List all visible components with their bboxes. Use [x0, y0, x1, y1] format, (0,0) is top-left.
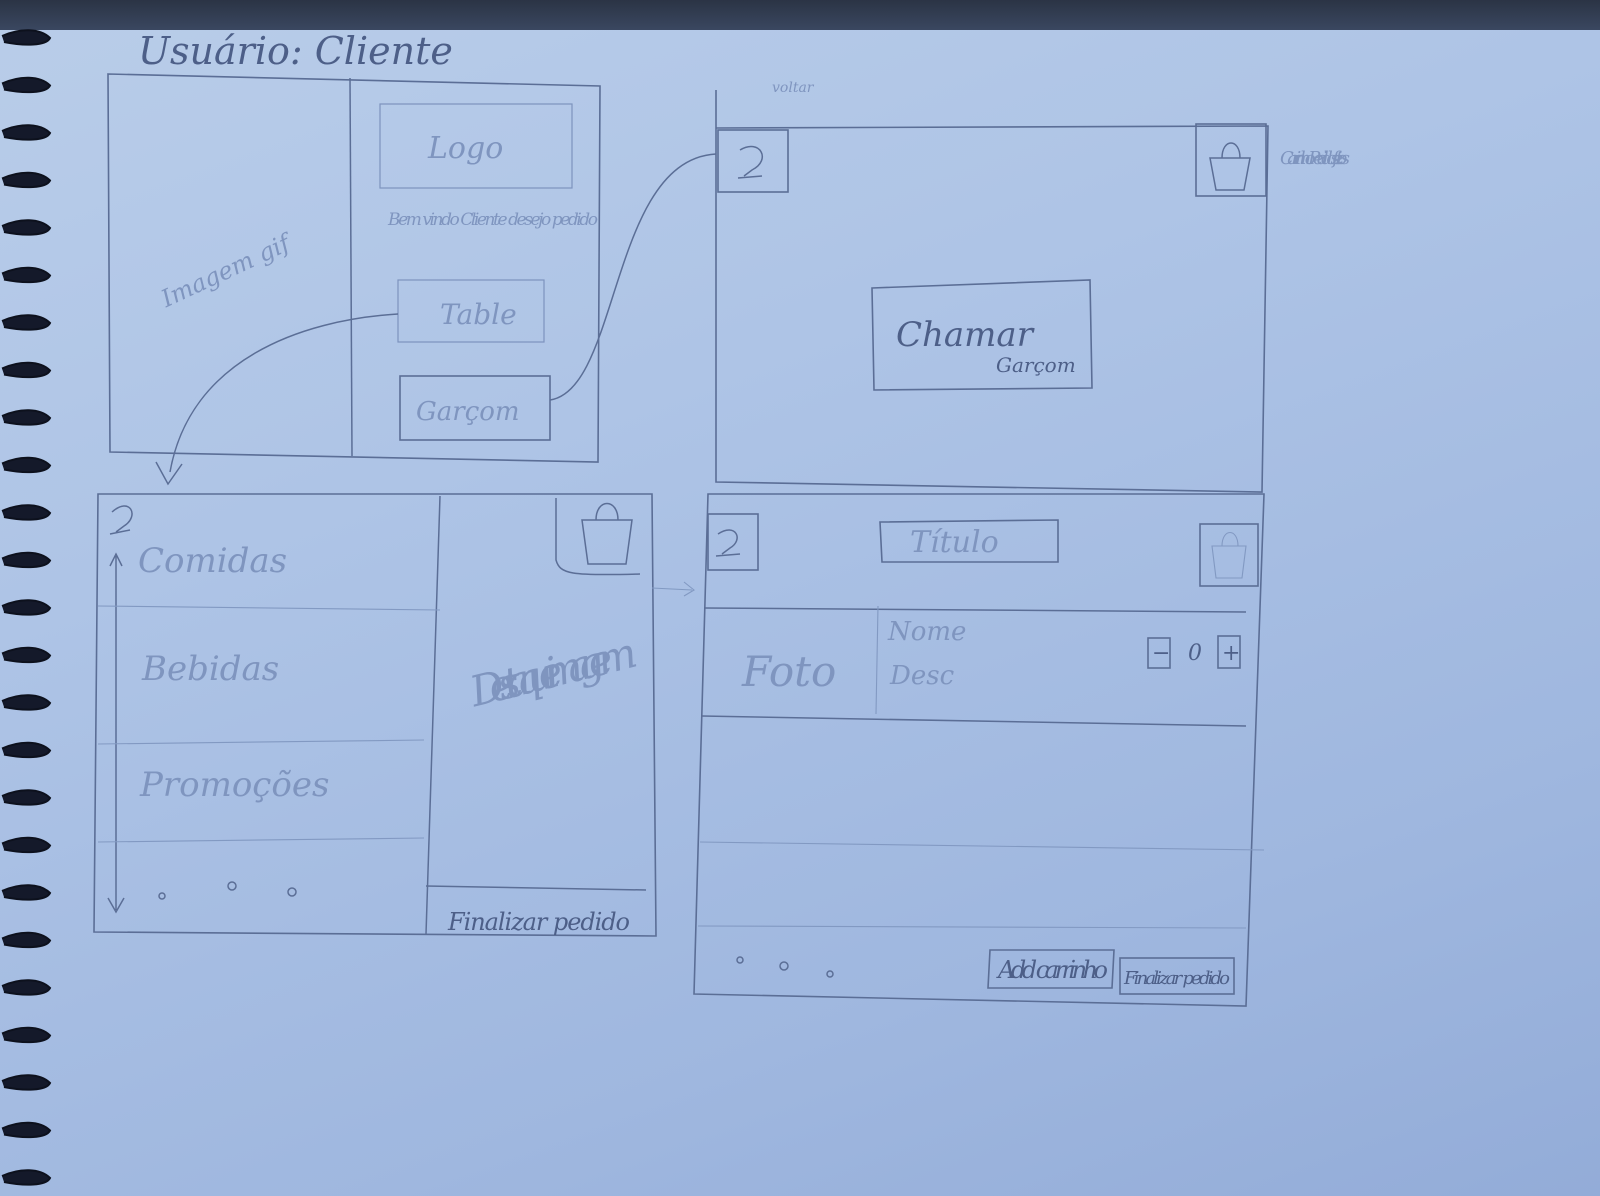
call-waiter-label-2: Garçom — [996, 353, 1076, 377]
qty-plus-label: + — [1222, 641, 1240, 666]
spiral-ring — [1, 599, 52, 616]
scroll-indicator[interactable] — [107, 552, 125, 914]
spiral-ring — [1, 551, 52, 569]
product-row[interactable]: Foto Nome Desc − 0 + — [741, 617, 1241, 696]
waiter-button-label: Garçom — [416, 397, 520, 427]
title-label: Título — [910, 525, 999, 560]
title-box: Título — [879, 519, 1059, 563]
screen-call-waiter: voltar Carrinho Pedidos feitos Chamar Ga… — [715, 80, 1350, 493]
finish-order-label: Finalizar pedido — [447, 908, 630, 936]
cart-note: Carrinho Pedidos feitos — [1280, 148, 1350, 169]
finish-order-label: Finalizar pedido — [1123, 968, 1230, 989]
menu-item-label: Promoções — [139, 765, 329, 805]
background-edge — [0, 0, 1600, 30]
highlight-image: Destaque imagem — [464, 628, 642, 717]
spiral-ring — [1, 124, 52, 141]
spiral-ring — [1, 836, 52, 854]
spiral-ring — [1, 884, 52, 901]
flow-arrowhead — [155, 461, 183, 486]
menu-item-bebidas[interactable]: Bebidas — [141, 649, 279, 689]
spiral-ring — [1, 1026, 52, 1044]
shopping-bag-icon — [1211, 531, 1247, 579]
qty-minus-label: − — [1152, 641, 1170, 666]
menu-item-label: Comidas — [138, 541, 287, 581]
spiral-ring — [1, 789, 52, 806]
back-arrow-icon — [737, 145, 763, 179]
spiral-ring — [1, 361, 52, 379]
spiral-ring — [1, 219, 52, 236]
qty-plus-button[interactable] — [1217, 635, 1241, 669]
logo-box — [379, 103, 573, 189]
screen-menu: Comidas Bebidas Promoções Destaque image… — [93, 493, 657, 937]
table-button[interactable]: Table — [397, 279, 545, 343]
back-button[interactable] — [109, 505, 133, 535]
add-to-cart-button[interactable]: Add carrinho — [987, 949, 1115, 989]
back-button[interactable] — [717, 129, 789, 193]
menu-item-label: Bebidas — [141, 649, 279, 689]
screen-product-list: Título Foto Nome Desc − 0 + — [693, 493, 1265, 1007]
quantity-stepper[interactable]: − 0 + — [1147, 635, 1241, 669]
back-note: voltar — [772, 80, 815, 96]
waiter-button[interactable]: Garçom — [399, 375, 551, 441]
pagination-dots[interactable] — [736, 956, 834, 978]
spiral-ring — [1, 979, 52, 996]
page-title: Usuário: Cliente — [138, 29, 453, 73]
spiral-ring — [1, 171, 52, 189]
spiral-ring — [1, 694, 52, 711]
screen-welcome: Imagem gif Logo Bem vindo Cliente desejo… — [107, 73, 601, 463]
finish-order-button[interactable]: Finalizar pedido — [447, 908, 630, 936]
spiral-ring — [1, 266, 52, 284]
spiral-ring — [1, 504, 52, 521]
add-to-cart-label: Add carrinho — [996, 956, 1108, 984]
welcome-text: Bem vindo Cliente desejo pedido — [387, 210, 598, 230]
flow-arrow-waiter — [549, 153, 717, 401]
qty-value: 0 — [1188, 641, 1202, 666]
spiral-ring — [1, 314, 52, 331]
cart-button[interactable] — [1195, 123, 1267, 197]
back-button[interactable] — [707, 513, 759, 571]
spiral-ring — [1, 931, 52, 949]
spiral-ring — [1, 1121, 52, 1139]
back-arrow-icon — [715, 529, 741, 557]
qty-minus-button[interactable] — [1147, 637, 1171, 669]
call-waiter-button[interactable]: Chamar Garçom — [871, 279, 1093, 391]
cart-button[interactable] — [555, 498, 641, 576]
call-waiter-label-1: Chamar — [896, 315, 1035, 355]
spiral-ring — [1, 741, 52, 759]
shopping-bag-icon — [581, 502, 633, 565]
spiral-binding — [1, 29, 52, 1186]
spiral-ring — [1, 646, 52, 664]
flow-arrow-table — [169, 313, 399, 473]
product-description: Desc — [889, 661, 955, 691]
gif-image-placeholder: Imagem gif — [156, 227, 298, 313]
menu-item-comidas[interactable]: Comidas — [138, 541, 287, 581]
table-button-label: Table — [440, 298, 517, 331]
spiral-ring — [1, 1074, 52, 1091]
product-photo: Foto — [741, 647, 836, 696]
cart-button[interactable] — [1199, 523, 1259, 587]
pagination-dots[interactable] — [158, 881, 297, 900]
spiral-ring — [1, 456, 52, 474]
back-arrow-icon — [109, 505, 133, 535]
spiral-ring — [1, 1169, 52, 1186]
logo-label: Logo — [427, 131, 503, 166]
product-name: Nome — [887, 617, 966, 647]
finish-order-button[interactable]: Finalizar pedido — [1119, 957, 1235, 995]
spiral-ring — [1, 76, 52, 94]
spiral-ring — [1, 409, 52, 426]
shopping-bag-icon — [1209, 142, 1251, 191]
menu-item-promocoes[interactable]: Promoções — [139, 765, 329, 805]
flow-arrow-menu — [651, 581, 695, 597]
spiral-ring — [1, 29, 52, 46]
